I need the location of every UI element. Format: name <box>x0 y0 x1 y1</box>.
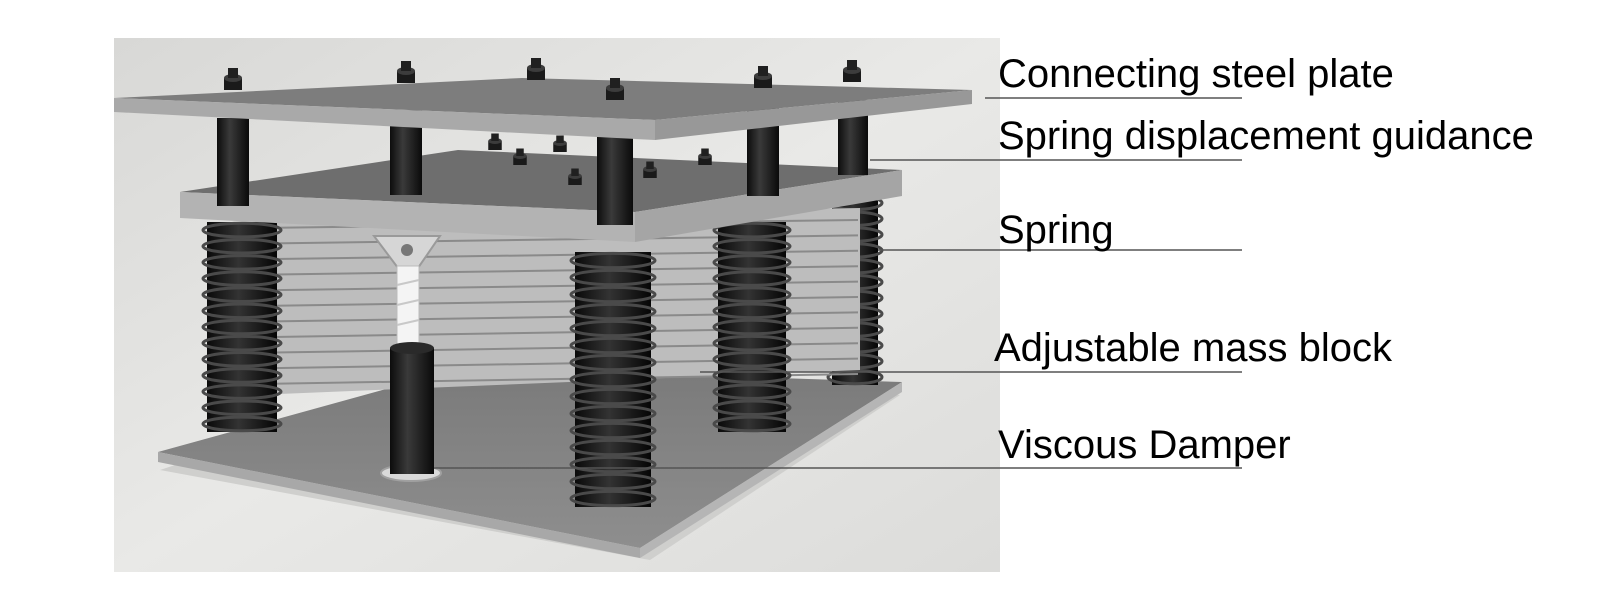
label-viscous-damper: Viscous Damper <box>998 423 1291 467</box>
spring-coil <box>712 237 792 255</box>
bolt <box>754 66 772 88</box>
bolt <box>568 168 582 185</box>
spring-front-center <box>569 251 657 508</box>
label-spring: Spring <box>998 208 1114 252</box>
spring-coil <box>569 404 657 423</box>
bolt <box>606 78 624 100</box>
bolt <box>527 58 545 80</box>
bolt <box>488 133 502 150</box>
spring-coil <box>569 336 657 355</box>
spring-coil <box>201 286 283 303</box>
spring-coil <box>712 270 792 287</box>
spring-coil <box>201 302 283 320</box>
spring-coil <box>201 383 283 400</box>
spring-coil <box>569 421 657 440</box>
bolt <box>643 161 657 178</box>
spring-coil <box>712 318 792 336</box>
spring-coil <box>712 351 792 368</box>
spring-coil <box>712 302 792 320</box>
spring-coil <box>712 383 792 400</box>
spring-coil <box>201 270 283 287</box>
connecting-steel-plate <box>114 58 972 140</box>
bolt <box>513 148 527 165</box>
spring-coil <box>712 221 792 239</box>
spring-coil <box>569 302 657 321</box>
spring-coil <box>712 415 792 433</box>
spring-coil <box>569 251 657 270</box>
spring-coil <box>712 367 792 384</box>
spring-coil <box>569 268 657 287</box>
base-plate <box>158 368 902 558</box>
spring-mid-right <box>712 221 792 433</box>
spring-coil <box>569 319 657 338</box>
middle-plate <box>180 133 902 242</box>
spring-coil <box>569 285 657 304</box>
spring-coil <box>201 237 283 255</box>
bolt <box>224 68 242 90</box>
spring-coil <box>569 370 657 389</box>
spring-coil <box>569 472 657 491</box>
spring-coil <box>569 353 657 372</box>
spring-coil <box>569 387 657 406</box>
spring-coil <box>201 334 283 352</box>
bolt <box>553 135 567 152</box>
spring-coil <box>201 367 283 384</box>
spring-coil <box>201 351 283 368</box>
spring-coil <box>712 286 792 303</box>
bolt <box>698 148 712 165</box>
spring-coil <box>569 438 657 457</box>
spring-coil <box>826 368 884 386</box>
spring-coil <box>712 334 792 352</box>
bolt <box>843 60 861 82</box>
spring-coil <box>569 489 657 508</box>
spring-coil <box>201 318 283 336</box>
spring-coil <box>569 455 657 474</box>
label-spring-displacement-guidance: Spring displacement guidance <box>998 114 1534 158</box>
spring-coil <box>201 221 283 239</box>
spring-coil <box>712 254 792 271</box>
bolt <box>397 61 415 83</box>
viscous-damper <box>372 235 442 482</box>
leader-lines <box>434 97 1242 469</box>
spring-coil <box>201 254 283 271</box>
spring-coil <box>201 415 283 433</box>
label-connecting-steel-plate: Connecting steel plate <box>998 52 1394 96</box>
label-adjustable-mass-block: Adjustable mass block <box>994 326 1393 370</box>
spring-front-left <box>201 221 283 433</box>
spring-coil <box>201 399 283 417</box>
spring-coil <box>712 399 792 417</box>
